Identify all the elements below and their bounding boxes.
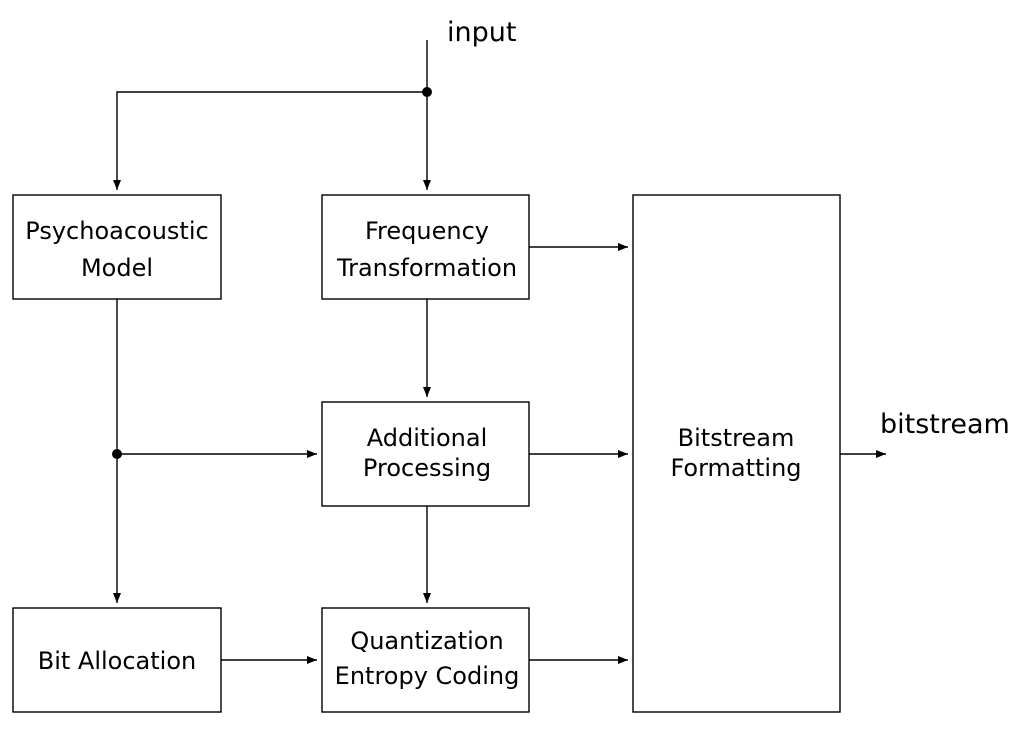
psychoacoustic-junction-dot — [112, 449, 122, 459]
frequency-transformation-block: Frequency Transformation — [321, 194, 530, 300]
psychoacoustic-label-line1: Psychoacoustic — [25, 217, 208, 245]
input-junction-dot — [422, 87, 432, 97]
additional-label-line2: Processing — [363, 454, 491, 482]
formatting-label-line2: Formatting — [670, 454, 801, 482]
input-label: input — [447, 17, 516, 48]
output-label: bitstream — [880, 409, 1010, 440]
frequency-label-line1: Frequency — [365, 217, 489, 245]
formatting-label-line1: Bitstream — [678, 424, 795, 452]
additional-processing-block: Additional Processing — [321, 401, 530, 507]
bit-allocation-block: Bit Allocation — [12, 607, 222, 713]
psychoacoustic-label-line2: Model — [81, 254, 153, 282]
psychoacoustic-model-block: Psychoacoustic Model — [12, 194, 222, 300]
frequency-label-line2: Transformation — [336, 254, 517, 282]
additional-label-line1: Additional — [367, 424, 487, 452]
input-to-psychoacoustic-arrow — [113, 91, 427, 190]
quantization-label-line2: Entropy Coding — [335, 662, 520, 690]
quantization-entropy-coding-block: Quantization Entropy Coding — [321, 607, 530, 713]
bitstream-formatting-block: Bitstream Formatting — [632, 194, 841, 713]
bit-allocation-label: Bit Allocation — [38, 647, 196, 675]
quantization-label-line1: Quantization — [350, 627, 503, 655]
